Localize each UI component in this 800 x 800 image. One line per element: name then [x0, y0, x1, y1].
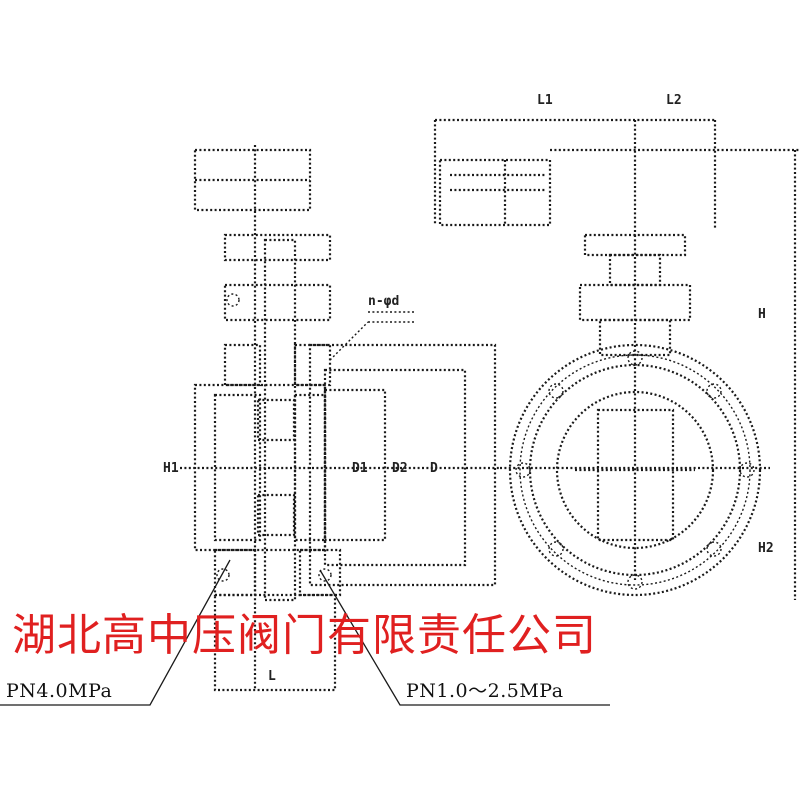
dim-label-h2: H2	[758, 541, 774, 556]
bolt-hole	[515, 462, 531, 478]
outer-flange-ring	[508, 343, 762, 597]
bolt-hole	[548, 541, 564, 557]
company-name: 湖北高中压阀门有限责任公司	[12, 610, 597, 661]
bottom-left-flange	[213, 548, 257, 597]
bolt-note-leader	[329, 321, 369, 361]
bolt-hole	[706, 383, 722, 399]
disc-outline	[596, 408, 675, 542]
left-callout-leader	[0, 559, 231, 706]
gearbox-lower	[223, 283, 332, 322]
bolt-mark-lower-left	[216, 568, 230, 582]
bolt-mark-upper	[226, 293, 240, 307]
body-left-flange	[213, 393, 262, 542]
packing-right	[293, 343, 332, 387]
dim-label-d1: D1	[352, 461, 368, 476]
bolt-hole	[706, 541, 722, 557]
bolt-note-label: n-φd	[368, 294, 399, 309]
right-callout-leader	[319, 569, 610, 706]
dim-label-d2: D2	[392, 461, 408, 476]
dim-label-l2: L2	[666, 93, 682, 108]
packing-left	[223, 343, 262, 387]
dim-label-h: H	[758, 307, 766, 322]
bolt-hole	[627, 574, 643, 590]
dim-frame-d1	[323, 388, 387, 542]
dim-label-d: D	[430, 461, 438, 476]
actuator-box	[438, 158, 552, 227]
dim-label-l1: L1	[537, 93, 553, 108]
stem-housing	[263, 238, 297, 602]
side-view	[180, 145, 500, 692]
dim-label-h1: H1	[163, 461, 179, 476]
bolt-circle-mid	[519, 354, 751, 586]
bolt-hole	[739, 462, 755, 478]
dim-label-l: L	[268, 669, 276, 684]
flange-bolt-holes	[515, 350, 755, 590]
pressure-callout-right: PN1.0～2.5MPa	[406, 680, 564, 702]
pressure-callout-left: PN4.0MPa	[6, 680, 112, 702]
bolt-hole	[548, 383, 564, 399]
handwheel-frame-top	[193, 148, 312, 212]
bolt-mark-lower-right	[318, 568, 332, 582]
bolt-hole	[627, 350, 643, 366]
bottom-right-flange	[298, 548, 342, 597]
dim-frame-d	[308, 343, 497, 587]
dim-frame-d2	[323, 368, 467, 567]
bore-circle	[555, 390, 715, 550]
front-view	[433, 118, 800, 600]
gearbox-upper	[223, 233, 332, 262]
upper-seat	[256, 398, 296, 442]
bottom-dimension-frame	[213, 593, 337, 692]
lower-seat	[256, 493, 296, 537]
